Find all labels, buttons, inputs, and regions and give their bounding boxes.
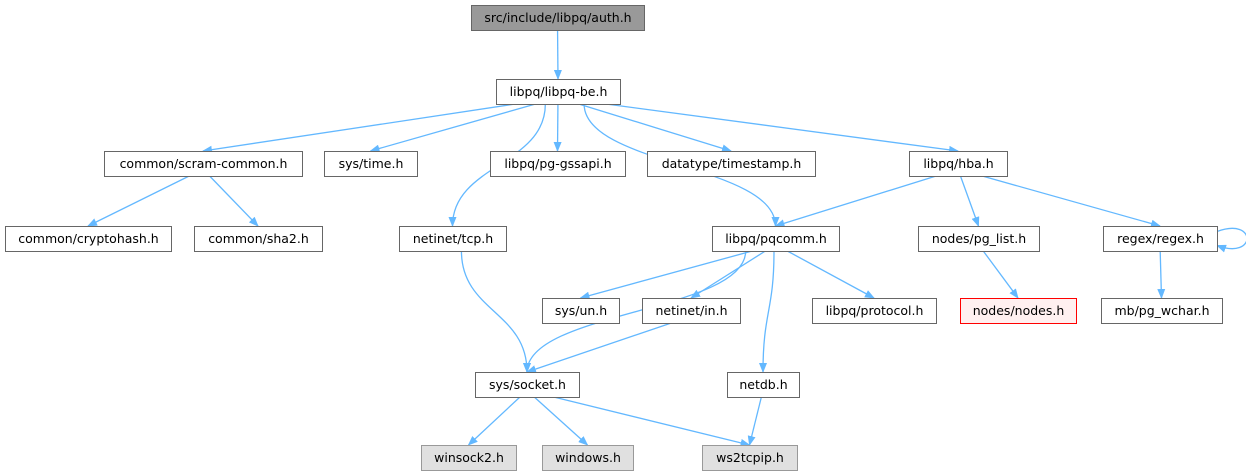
node-label: nodes/pg_list.h: [932, 231, 1026, 246]
edge-netdb-to-ws2tcpip: [747, 396, 763, 446]
edge-socket-to-winsock: [467, 396, 521, 446]
node-box: [471, 5, 645, 31]
node-label: netdb.h: [739, 377, 787, 392]
edge-tcp-to-socket: [460, 250, 531, 373]
node-hba[interactable]: libpq/hba.h: [909, 151, 1008, 177]
edges-layer: [87, 29, 1246, 447]
node-systime[interactable]: sys/time.h: [324, 151, 418, 177]
node-box: [812, 298, 937, 324]
node-label: mb/pg_wchar.h: [1114, 303, 1209, 318]
node-box: [1101, 298, 1223, 324]
node-pqcomm[interactable]: libpq/pqcomm.h: [712, 226, 840, 252]
node-wchar[interactable]: mb/pg_wchar.h: [1101, 298, 1223, 324]
node-box: [496, 79, 621, 105]
edge-netin-to-socket: [526, 322, 672, 373]
node-protocol[interactable]: libpq/protocol.h: [812, 298, 937, 324]
node-label: sys/socket.h: [489, 377, 566, 392]
node-box: [712, 226, 840, 252]
node-box: [918, 226, 1040, 252]
edge-hba-to-pglist: [959, 175, 980, 227]
node-label: libpq/hba.h: [923, 156, 993, 171]
edge-hba-to-pqcomm: [774, 175, 937, 228]
node-label: libpq/pqcomm.h: [725, 231, 827, 246]
node-label: ws2tcpip.h: [716, 450, 784, 465]
node-windows[interactable]: windows.h: [542, 445, 634, 471]
edge-regex-to-regex: [1216, 227, 1246, 253]
node-label: regex/regex.h: [1117, 231, 1204, 246]
edge-regex-to-wchar: [1157, 250, 1166, 299]
node-box: [1103, 226, 1218, 252]
edge-pqcomm-to-netin: [690, 250, 766, 299]
node-box: [542, 298, 620, 324]
node-sha2[interactable]: common/sha2.h: [194, 226, 323, 252]
edge-scram-to-cryptohash: [87, 175, 190, 227]
node-box: [475, 372, 580, 398]
node-label: netinet/in.h: [655, 303, 727, 318]
node-label: sys/un.h: [555, 303, 607, 318]
node-ws2tcpip[interactable]: ws2tcpip.h: [702, 445, 798, 471]
node-cryptohash[interactable]: common/cryptohash.h: [5, 226, 172, 252]
edge-hba-to-regex: [982, 175, 1161, 228]
node-label: winsock2.h: [434, 450, 504, 465]
node-box: [960, 298, 1077, 324]
edge-libpqbe-to-systime: [369, 103, 536, 153]
edge-socket-to-windows: [533, 396, 589, 446]
node-box: [104, 151, 303, 177]
node-tcp[interactable]: netinet/tcp.h: [399, 226, 507, 252]
node-box: [909, 151, 1008, 177]
edge-pqcomm-to-socket: [523, 250, 747, 373]
node-box: [702, 445, 798, 471]
edge-pglist-to-nodes: [982, 250, 1019, 299]
node-box: [421, 445, 517, 471]
nodes-layer: src/include/libpq/auth.h libpq/libpq-be.h…: [5, 5, 1223, 471]
node-box: [642, 298, 741, 324]
node-box: [324, 151, 418, 177]
node-label: windows.h: [555, 450, 621, 465]
node-label: libpq/protocol.h: [826, 303, 924, 318]
node-box: [727, 372, 800, 398]
node-label: libpq/libpq-be.h: [510, 84, 608, 99]
node-box: [5, 226, 172, 252]
node-box: [647, 151, 816, 177]
node-label: netinet/tcp.h: [413, 231, 493, 246]
node-box: [194, 226, 323, 252]
node-gssapi[interactable]: libpq/pg-gssapi.h: [490, 151, 626, 177]
edge-scram-to-sha2: [209, 175, 259, 227]
edge-libpqbe-to-hba: [605, 103, 959, 154]
node-label: datatype/timestamp.h: [662, 156, 802, 171]
node-pglist[interactable]: nodes/pg_list.h: [918, 226, 1040, 252]
edge-pqcomm-to-protocol: [787, 250, 875, 299]
node-auth[interactable]: src/include/libpq/auth.h: [471, 5, 645, 31]
node-scram[interactable]: common/scram-common.h: [104, 151, 303, 177]
node-netdb[interactable]: netdb.h: [727, 372, 800, 398]
node-label: common/cryptohash.h: [18, 231, 158, 246]
edge-pqcomm-to-netdb: [759, 250, 775, 373]
node-label: common/sha2.h: [208, 231, 309, 246]
node-label: common/scram-common.h: [120, 156, 288, 171]
node-box: [490, 151, 626, 177]
node-label: sys/time.h: [339, 156, 404, 171]
edge-libpqbe-to-scram: [202, 103, 516, 154]
node-box: [399, 226, 507, 252]
node-regex[interactable]: regex/regex.h: [1103, 226, 1218, 252]
node-socket[interactable]: sys/socket.h: [475, 372, 580, 398]
node-nodes[interactable]: nodes/nodes.h: [960, 298, 1077, 324]
node-label: src/include/libpq/auth.h: [484, 10, 631, 25]
node-label: libpq/pg-gssapi.h: [504, 156, 611, 171]
edge-socket-to-ws2tcpip: [553, 396, 751, 447]
node-timestamp[interactable]: datatype/timestamp.h: [647, 151, 816, 177]
edge-libpqbe-to-timestamp: [578, 103, 732, 153]
node-libpqbe[interactable]: libpq/libpq-be.h: [496, 79, 621, 105]
node-box: [542, 445, 634, 471]
node-sysun[interactable]: sys/un.h: [542, 298, 620, 324]
node-winsock[interactable]: winsock2.h: [421, 445, 517, 471]
node-netin[interactable]: netinet/in.h: [642, 298, 741, 324]
node-label: nodes/nodes.h: [973, 303, 1065, 318]
edge-pqcomm-to-sysun: [579, 250, 753, 300]
